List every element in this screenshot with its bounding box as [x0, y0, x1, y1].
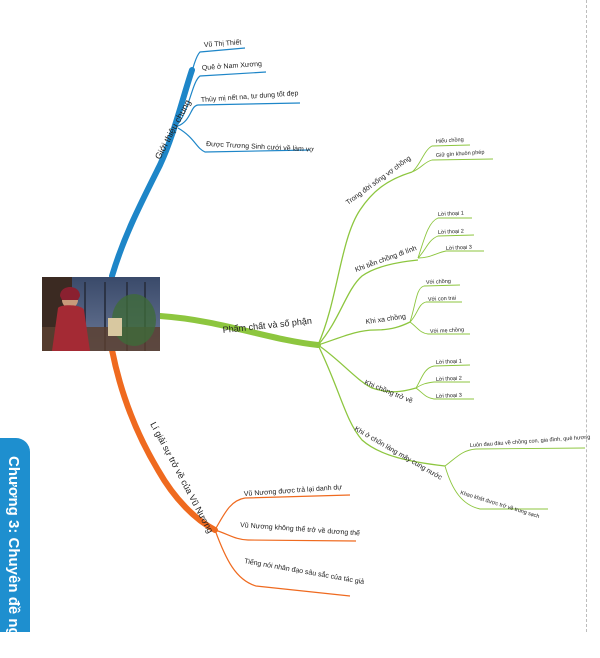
- quality-sub-3: Khi xa chồng: [365, 311, 406, 326]
- page-edge-dashed-line: [586, 0, 587, 632]
- quality-leaf-2-3: Lời thoại 3: [446, 245, 472, 252]
- branch-explain: Lí giải sự trở về của Vũ Nương Vũ Nương …: [109, 347, 365, 597]
- quality-sub-5: Khi ở chốn làng mây cung nước: [353, 424, 444, 482]
- branch-quality-label: Phẩm chất và số phận: [222, 316, 312, 335]
- center-image: [42, 277, 160, 351]
- quality-leaf-2-1: Lời thoại 1: [438, 211, 464, 218]
- quality-leaf-5-1: Luôn đau đáu về chồng con, gia đình, quê…: [470, 435, 591, 449]
- quality-leaf-3-2: Với con trai: [428, 296, 456, 303]
- quality-leaf-1-2: Giữ gìn khuôn phép: [436, 150, 485, 159]
- branch-quality: Phẩm chất và số phận Trong đời sống vợ c…: [157, 136, 591, 520]
- mind-map: Giới thiệu chung Vũ Thị Thiết Quê ở Nam …: [42, 37, 591, 597]
- quality-leaf-3-1: Với chồng: [426, 279, 451, 286]
- chapter-tab: [0, 438, 30, 632]
- intro-item-3: Thùy mị nết na, tư dung tốt đẹp: [201, 88, 299, 104]
- explain-item-3: Tiếng nói nhân đạo sâu sắc của tác giả: [244, 556, 365, 586]
- intro-item-2: Quê ở Nam Xương: [202, 60, 263, 72]
- explain-item-2: Vũ Nương không thể trở về dương thế: [240, 520, 360, 537]
- quality-leaf-1-1: Hiểu chồng: [436, 136, 464, 145]
- quality-leaf-3-3: Với mẹ chồng: [430, 327, 464, 335]
- branch-intro-label: Giới thiệu chung: [153, 98, 193, 161]
- branch-intro: Giới thiệu chung Vũ Thị Thiết Quê ở Nam …: [109, 37, 315, 279]
- quality-leaf-2-2: Lời thoại 2: [438, 229, 464, 236]
- quality-sub-2: Khi tiễn chồng đi lính: [354, 243, 418, 274]
- quality-leaf-4-1: Lời thoại 1: [436, 359, 462, 366]
- quality-leaf-4-3: Lời thoại 3: [436, 393, 462, 400]
- branch-explain-label: Lí giải sự trở về của Vũ Nương: [148, 420, 215, 535]
- quality-sub-1: Trong đời sống vợ chồng: [344, 153, 413, 206]
- chapter-tab-label: Chương 3: Chuyên đề nghị l: [5, 456, 22, 658]
- quality-leaf-5-2: Khao khát được trở về trung sạch: [459, 489, 540, 520]
- intro-item-1: Vũ Thị Thiết: [204, 37, 242, 49]
- quality-sub-4: Khi chồng trở về: [363, 378, 414, 406]
- quality-leaf-4-2: Lời thoại 2: [436, 376, 462, 383]
